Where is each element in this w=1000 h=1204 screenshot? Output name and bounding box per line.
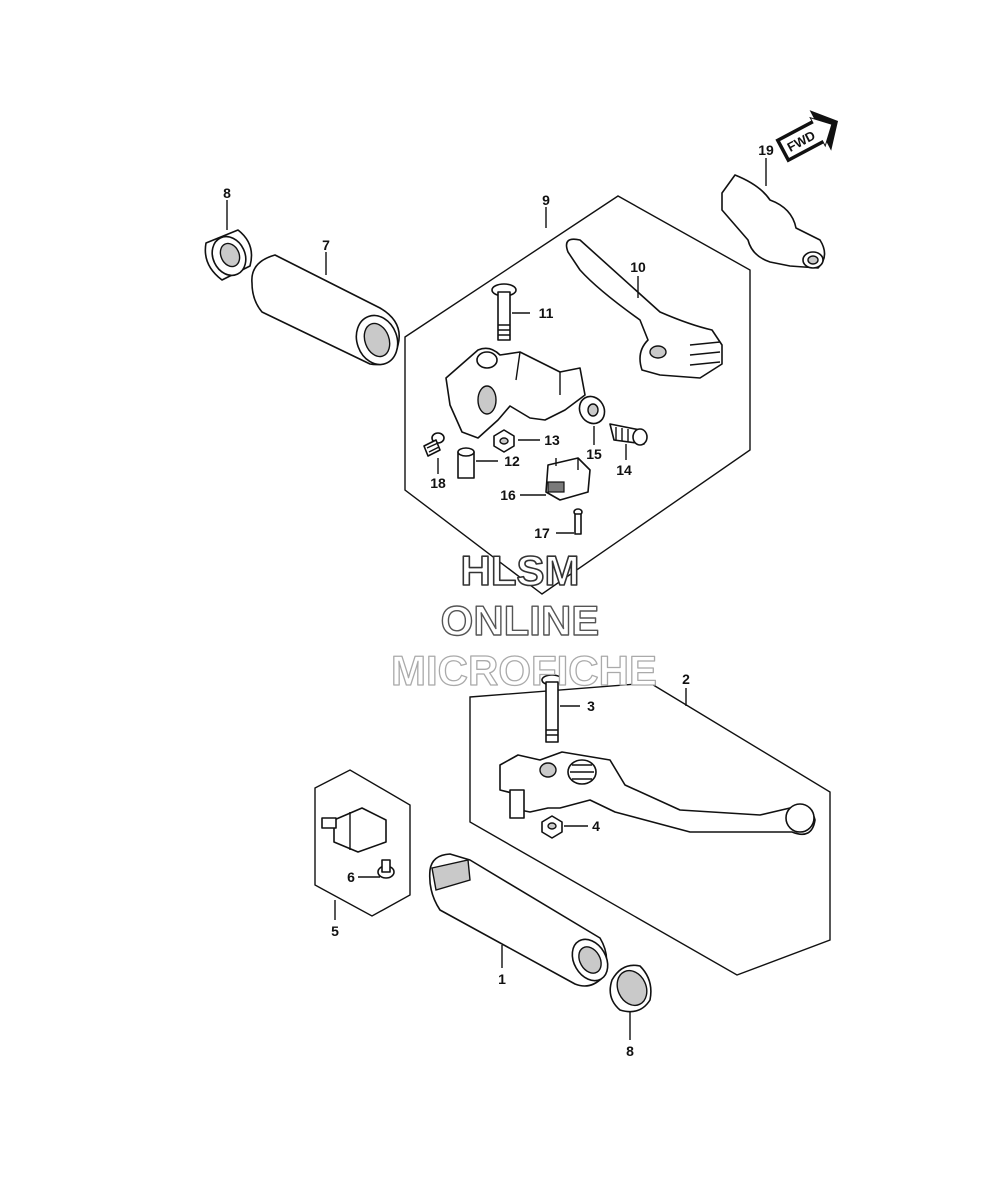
part-14-adjuster-bolt[interactable] [609,423,648,446]
part-4-nut[interactable] [541,815,563,839]
callout-9: 9 [542,192,550,208]
leader-lines [226,158,767,1040]
part-12-collar[interactable] [457,447,475,479]
callout-11: 11 [539,305,554,321]
group-frame-9 [404,195,751,595]
callout-5: 5 [331,923,339,939]
part-17-screw[interactable] [573,508,583,535]
callout-18: 18 [430,475,446,491]
part-3-pivot-bolt[interactable] [541,674,563,743]
watermark-line-2: ONLINE [441,597,600,644]
callout-6: 6 [347,869,355,885]
watermark-line-1: HLSM [461,547,580,594]
part-15-adjuster-nut[interactable] [575,392,610,428]
part-8-end-cap-lower[interactable] [609,964,652,1013]
group-frame-2 [469,682,831,976]
part-16-clutch-switch[interactable] [545,457,591,501]
callout-8-upper: 8 [223,185,231,201]
fwd-arrow: FWD [775,110,839,163]
part-11-pivot-bolt[interactable] [491,283,517,341]
part-13-nut[interactable] [493,429,515,453]
callout-labels: 8 7 9 10 11 13 12 18 15 14 16 17 19 2 3 … [223,142,774,1059]
watermark-line-3: MICROFICHE [391,647,657,694]
callout-3: 3 [587,698,595,714]
callout-10: 10 [630,259,646,275]
part-5-brake-switch[interactable] [321,807,387,853]
part-8-end-cap-upper[interactable] [204,229,253,281]
callout-7: 7 [322,237,330,253]
part-2-brake-lever[interactable] [499,751,816,836]
part-9-lever-perch[interactable] [445,347,586,439]
part-1-throttle-grip[interactable] [428,853,615,987]
callout-12: 12 [504,453,520,469]
part-18-screw[interactable] [423,432,445,457]
callout-16: 16 [500,487,516,503]
callout-15: 15 [586,446,602,462]
callout-8-lower: 8 [626,1043,634,1059]
callout-4: 4 [592,818,600,834]
callout-2: 2 [682,671,690,687]
part-7-grip-left[interactable] [251,254,404,370]
part-10-clutch-lever[interactable] [565,238,723,379]
callout-19: 19 [758,142,774,158]
part-19-lever-cover[interactable] [721,174,826,269]
callout-17: 17 [534,525,550,541]
callout-13: 13 [544,432,560,448]
watermark: HLSM ONLINE MICROFICHE [390,546,657,694]
part-6-screw[interactable] [377,859,395,879]
callout-1: 1 [498,971,506,987]
group-frame-5 [314,769,411,917]
callout-14: 14 [616,462,632,478]
